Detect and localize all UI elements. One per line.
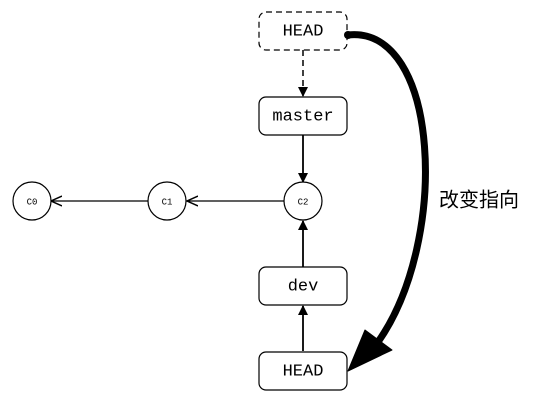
master-label: master (272, 107, 333, 126)
dev-label: dev (288, 277, 319, 296)
head-bottom-node: HEAD (258, 351, 348, 391)
commit-c0-label: C0 (27, 197, 38, 207)
commit-c1-label: C1 (162, 197, 173, 207)
dev-branch-node: dev (258, 266, 348, 306)
arrow-caption: 改变指向 (439, 188, 519, 212)
master-branch-node: master (258, 96, 348, 136)
head-move-arrow (344, 31, 429, 372)
commit-c2-label: C2 (298, 197, 309, 207)
commit-c2: C2 (283, 181, 323, 221)
head-top-label: HEAD (283, 22, 324, 41)
head-bottom-label: HEAD (283, 362, 324, 381)
head-top-node: HEAD (258, 11, 348, 51)
commit-c0: C0 (12, 181, 52, 221)
commit-c1: C1 (147, 181, 187, 221)
